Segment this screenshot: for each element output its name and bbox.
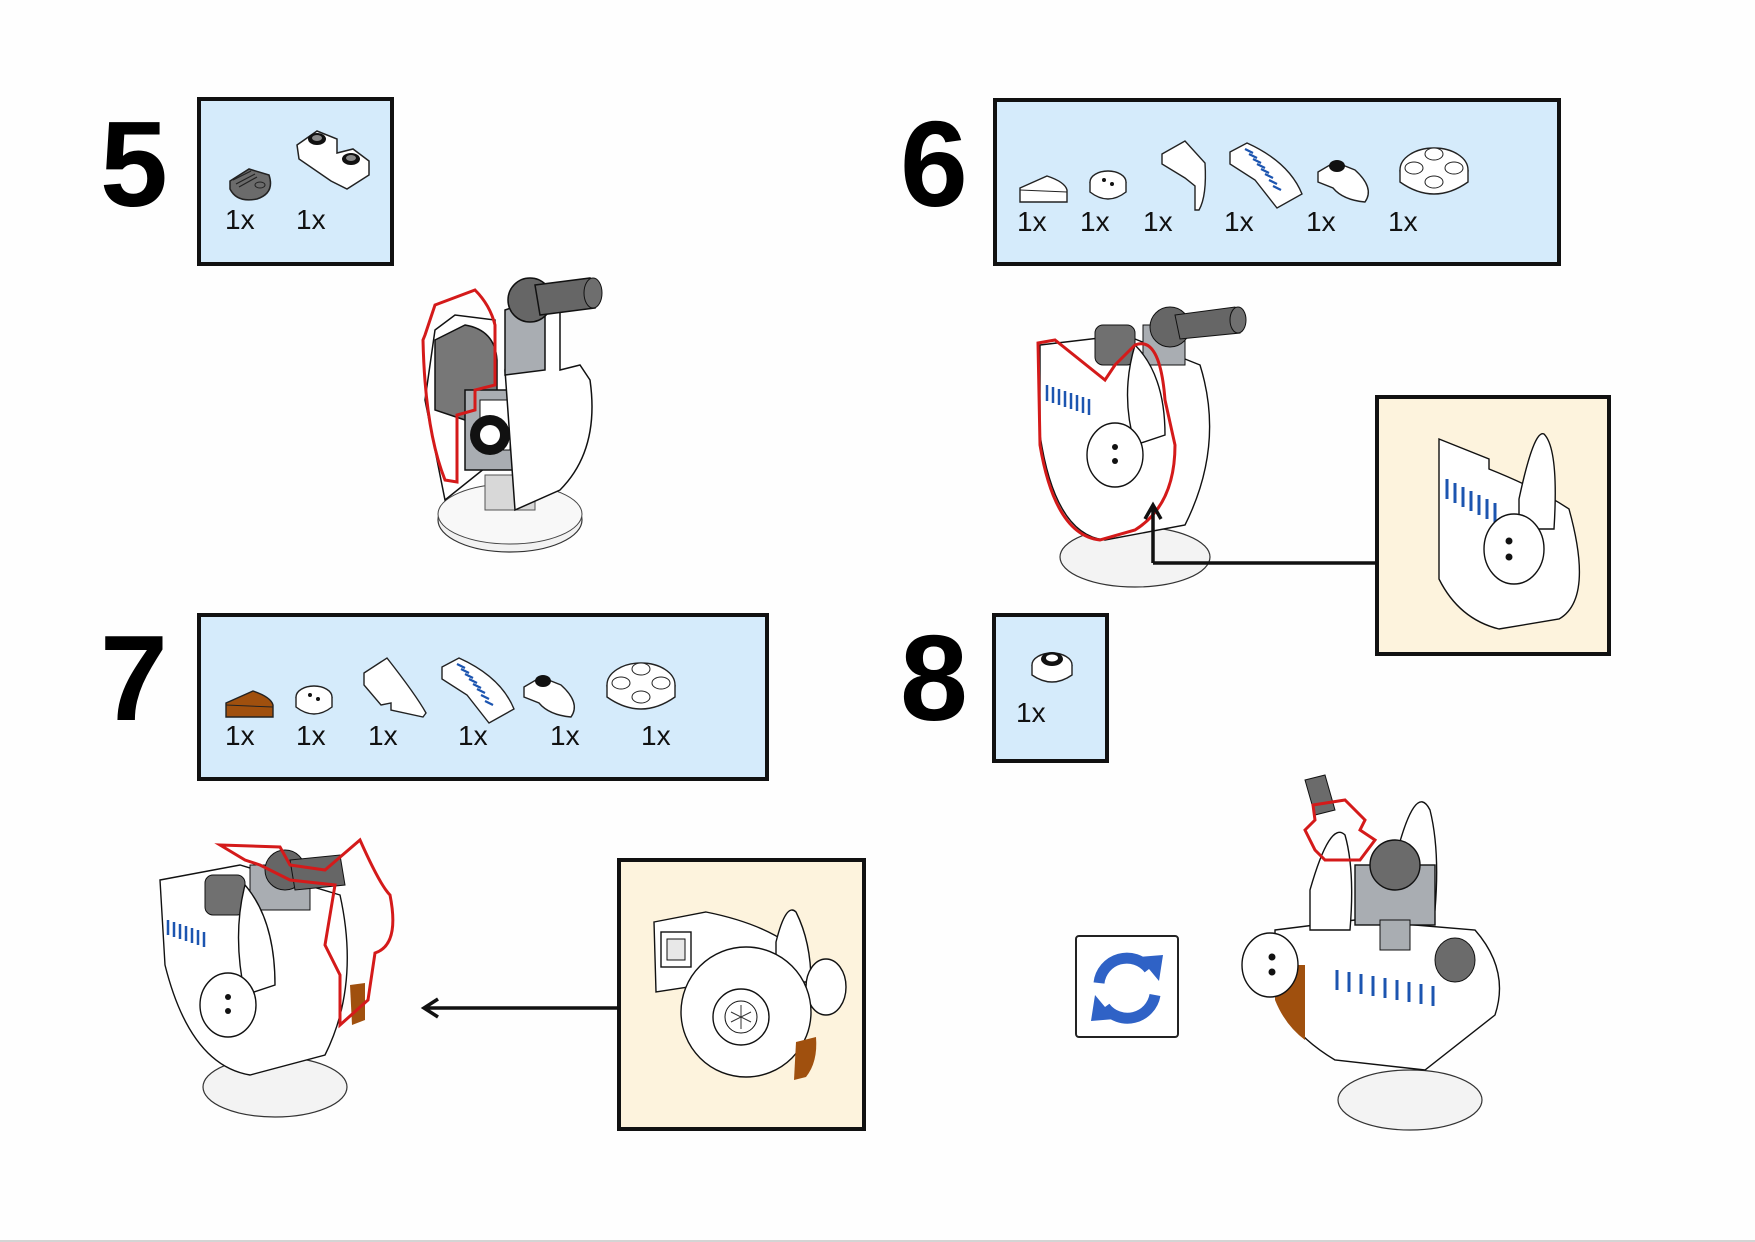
part-quantity: 1x xyxy=(1224,206,1254,237)
part-quantity: 1x xyxy=(641,720,671,751)
rotate-model-indicator xyxy=(1075,935,1179,1038)
step-number-6: 6 xyxy=(900,96,968,232)
step-number-7: 7 xyxy=(100,610,168,746)
part-tile-round-two-dots xyxy=(1089,170,1127,200)
part-wedge-slope-white xyxy=(363,657,427,718)
part-plate-round-2x2-white xyxy=(606,662,676,710)
step-number-8: 8 xyxy=(900,610,968,746)
model-step-6 xyxy=(1036,306,1247,588)
parts-list-step-5: 1x 1x xyxy=(197,97,394,266)
part-plate-with-tooth xyxy=(523,675,575,718)
part-quantity: 1x xyxy=(1143,206,1173,237)
part-tile-quarter-round-reddish-brown xyxy=(225,690,274,718)
part-quantity: 1x xyxy=(1388,206,1418,237)
step-number-5: 5 xyxy=(100,96,168,232)
rotate-icon xyxy=(1091,952,1163,1024)
parts-list-step-6: 1x 1x 1x 1x 1x 1x xyxy=(993,98,1561,266)
part-quantity: 1x xyxy=(225,720,255,751)
model-step-5 xyxy=(421,277,603,553)
part-plate-with-tooth xyxy=(1317,160,1369,203)
part-tile-quarter-round-white xyxy=(1019,175,1068,203)
callout-subassembly-image xyxy=(653,909,847,1080)
part-quantity: 1x xyxy=(296,204,326,235)
part-tile-round-half-dark-gray xyxy=(229,168,272,201)
part-quantity: 1x xyxy=(296,720,326,751)
part-curved-slope-blue-stripes xyxy=(1229,142,1303,209)
parts-list-step-8: 1x xyxy=(992,613,1109,763)
part-quantity: 1x xyxy=(225,204,255,235)
model-step-7 xyxy=(159,837,395,1118)
part-quantity: 1x xyxy=(1017,206,1047,237)
part-quantity: 1x xyxy=(1306,206,1336,237)
callout-arrow-step-7 xyxy=(420,997,617,1019)
part-quantity: 1x xyxy=(1016,697,1046,728)
model-step-8 xyxy=(1241,774,1501,1131)
callout-arrow-step-6 xyxy=(1143,501,1377,565)
part-plate-inverted-slope-white xyxy=(296,130,370,190)
callout-subassembly-image xyxy=(1438,433,1581,630)
part-quantity: 1x xyxy=(458,720,488,751)
part-quantity: 1x xyxy=(1080,206,1110,237)
part-quantity: 1x xyxy=(368,720,398,751)
part-tile-round-two-dots xyxy=(295,685,333,715)
part-curved-slope-blue-stripes xyxy=(441,657,515,724)
part-round-plate-open-stud xyxy=(1031,652,1073,683)
callout-step-7 xyxy=(617,858,866,1131)
page-bottom-border xyxy=(0,1240,1755,1242)
callout-step-6 xyxy=(1375,395,1611,656)
part-plate-round-2x2-white xyxy=(1399,147,1469,195)
parts-list-step-7: 1x 1x 1x 1x 1x 1x xyxy=(197,613,769,781)
part-wedge-slope-white xyxy=(1161,140,1207,211)
part-quantity: 1x xyxy=(550,720,580,751)
